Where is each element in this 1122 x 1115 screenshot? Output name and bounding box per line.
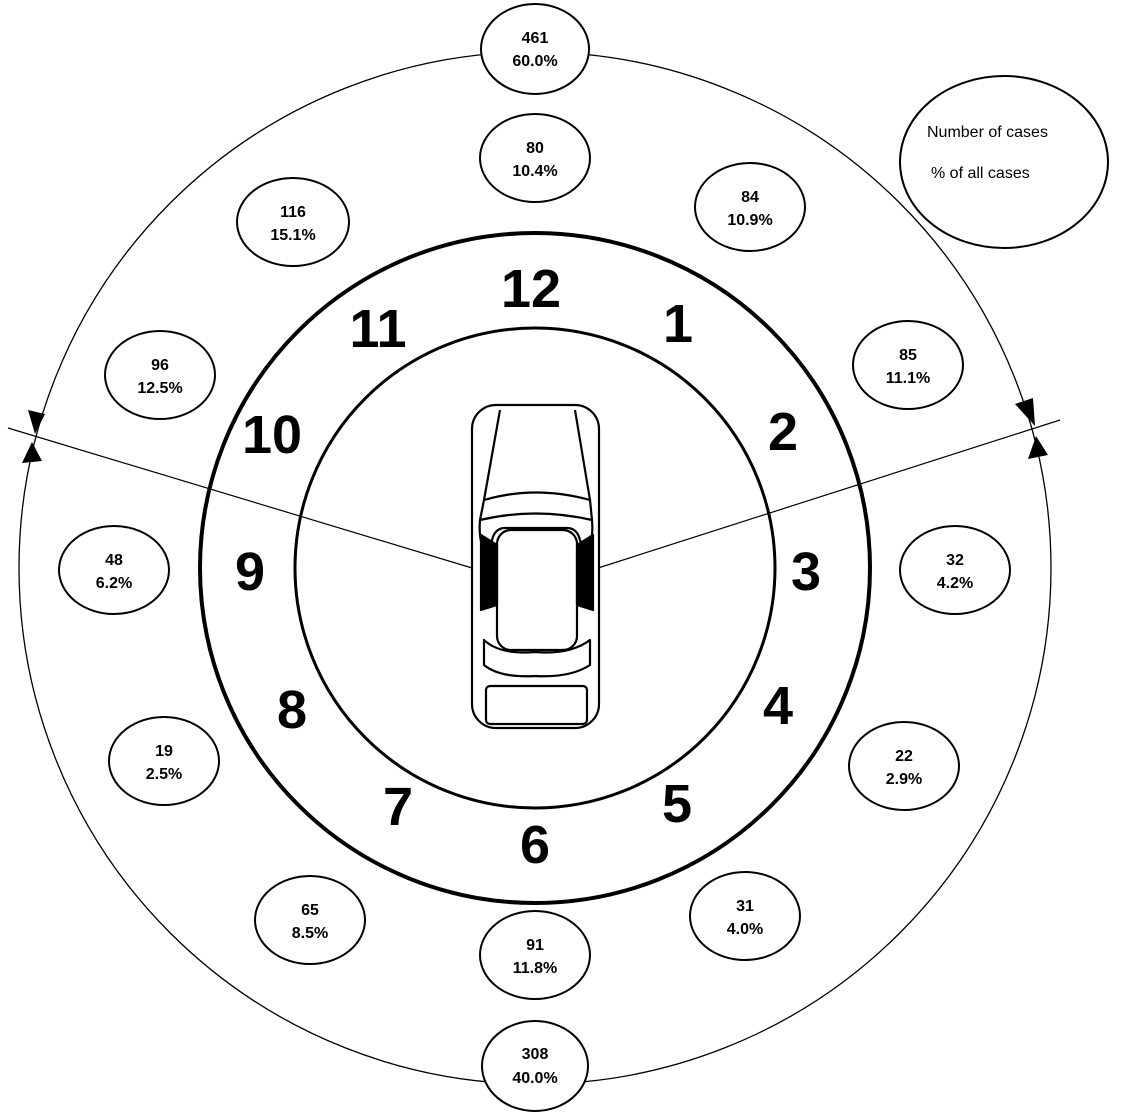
case-count-6: 91 xyxy=(526,937,544,954)
clock-outer-ring xyxy=(198,231,872,905)
clock-number-8: 8 xyxy=(277,680,307,740)
case-percent-5: 4.0% xyxy=(727,921,763,938)
case-count-9: 48 xyxy=(105,552,123,569)
case-percent-6: 11.8% xyxy=(513,960,557,977)
case-bubble-5: 31 4.0% xyxy=(689,871,801,961)
case-bubble-outline xyxy=(108,716,220,806)
clock-number-1: 1 xyxy=(663,294,693,354)
case-bubble-9: 48 6.2% xyxy=(58,525,170,615)
case-count-7: 65 xyxy=(301,902,319,919)
case-bubble-1: 84 10.9% xyxy=(694,162,806,252)
case-count-8: 19 xyxy=(155,743,173,760)
arrowhead-icon xyxy=(22,398,1048,463)
rear-total-percent: 40.0% xyxy=(512,1070,557,1087)
case-count-4: 22 xyxy=(895,748,913,765)
case-percent-11: 15.1% xyxy=(270,227,315,244)
case-bubble-6: 91 11.8% xyxy=(479,910,591,1000)
case-bubble-outline xyxy=(852,320,964,410)
clock-number-4: 4 xyxy=(763,676,793,736)
case-bubble-11: 116 15.1% xyxy=(236,177,350,267)
rear-total-count: 308 xyxy=(522,1046,549,1063)
car-top-view-icon xyxy=(470,403,601,730)
clock-number-11: 11 xyxy=(349,299,406,359)
clock-inner-ring xyxy=(293,326,777,810)
case-count-10: 96 xyxy=(151,357,169,374)
case-bubble-outline xyxy=(236,177,350,267)
case-bubble-2: 85 11.1% xyxy=(852,320,964,410)
front-total-count: 461 xyxy=(522,30,549,47)
case-bubble-outline xyxy=(104,330,216,420)
case-percent-4: 2.9% xyxy=(886,771,922,788)
case-count-1: 84 xyxy=(741,189,759,206)
case-count-2: 85 xyxy=(899,347,917,364)
clock-number-3: 3 xyxy=(791,542,821,602)
case-percent-7: 8.5% xyxy=(292,925,328,942)
case-bubble-outline xyxy=(479,113,591,203)
case-count-5: 31 xyxy=(736,898,754,915)
case-percent-9: 6.2% xyxy=(96,575,132,592)
case-percent-3: 4.2% xyxy=(937,575,973,592)
case-count-3: 32 xyxy=(946,552,964,569)
clock-number-6: 6 xyxy=(520,815,550,875)
case-bubble-outline xyxy=(479,910,591,1000)
divider-line-left xyxy=(7,427,473,569)
case-bubble-outline xyxy=(848,721,960,811)
case-bubble-8: 19 2.5% xyxy=(108,716,220,806)
case-count-11: 116 xyxy=(280,204,306,221)
clock-number-7: 7 xyxy=(383,777,413,837)
case-percent-12: 10.4% xyxy=(512,163,557,180)
case-bubble-outline xyxy=(899,525,1011,615)
legend-count-label: Number of cases xyxy=(927,124,1048,141)
case-bubble-outline xyxy=(694,162,806,252)
case-percent-1: 10.9% xyxy=(727,212,772,229)
case-count-12: 80 xyxy=(526,140,544,157)
clock-number-12: 12 xyxy=(501,259,561,319)
case-bubble-3: 32 4.2% xyxy=(899,525,1011,615)
clock-number-2: 2 xyxy=(768,402,798,462)
case-bubble-outline xyxy=(254,875,366,965)
clock-number-5: 5 xyxy=(662,774,692,834)
case-percent-10: 12.5% xyxy=(137,380,182,397)
case-bubble-10: 96 12.5% xyxy=(104,330,216,420)
case-bubble-outline xyxy=(689,871,801,961)
case-percent-8: 2.5% xyxy=(146,766,182,783)
case-bubble-7: 65 8.5% xyxy=(254,875,366,965)
rear-total-bubble: 308 40.0% xyxy=(481,1020,589,1112)
case-percent-2: 11.1% xyxy=(886,370,930,387)
clock-number-9: 9 xyxy=(235,542,265,602)
case-bubble-outline xyxy=(58,525,170,615)
front-total-bubble: 461 60.0% xyxy=(480,3,590,95)
front-total-percent: 60.0% xyxy=(512,53,557,70)
case-bubble-12: 80 10.4% xyxy=(479,113,591,203)
clock-number-10: 10 xyxy=(242,405,302,465)
legend: Number of cases % of all cases xyxy=(899,75,1109,249)
case-bubble-4: 22 2.9% xyxy=(848,721,960,811)
legend-percent-label: % of all cases xyxy=(931,165,1030,182)
divider-line-right xyxy=(597,419,1061,569)
